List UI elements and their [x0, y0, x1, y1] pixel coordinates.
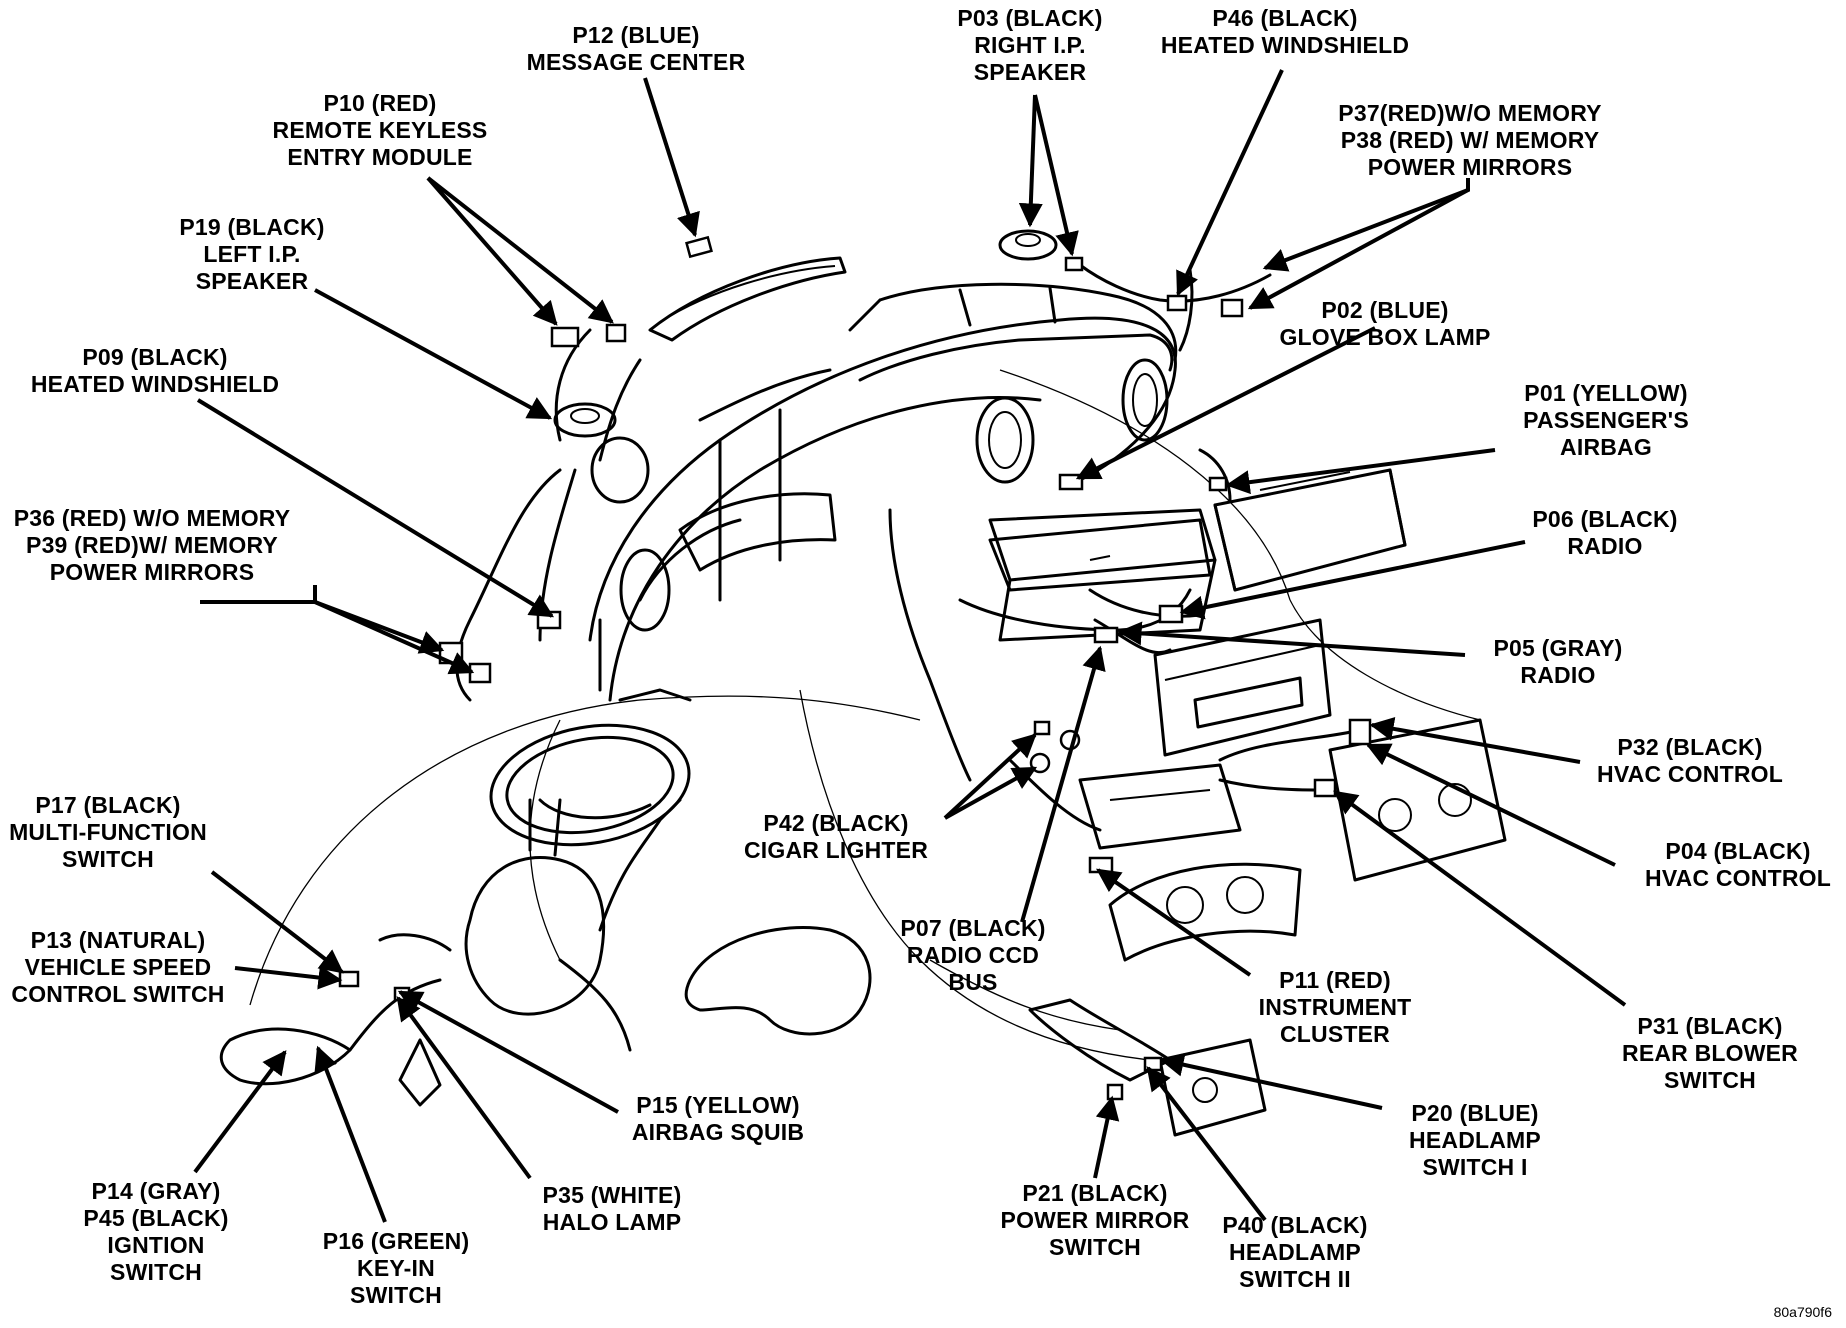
label-p12: P12 (BLUE)MESSAGE CENTER [526, 22, 746, 75]
leader-p40 [1146, 1066, 1267, 1222]
connector-shapes [338, 235, 1372, 1101]
label-p15: P15 (YELLOW)AIRBAG SQUIB [631, 1092, 805, 1145]
leader-p35 [396, 996, 532, 1180]
driver-airbag-cover [684, 925, 872, 1036]
leader-p06 [1179, 540, 1526, 620]
instrument-cluster [1108, 862, 1302, 962]
leader-p42a [943, 733, 1037, 820]
leader-p10b [426, 176, 614, 324]
leader-p46 [1176, 69, 1284, 297]
leader-p02 [1075, 326, 1376, 480]
label-p46: P46 (BLACK)HEATED WINDSHIELD [1160, 5, 1410, 58]
leader-p03b [1033, 94, 1079, 257]
leader-p21 [1093, 1095, 1120, 1179]
label-p06: P06 (BLACK)RADIO [1532, 506, 1678, 559]
leader-p31 [1333, 790, 1627, 1007]
leader-p36-stub [200, 585, 317, 604]
label-p04: P04 (BLACK)HVAC CONTROL [1645, 838, 1831, 891]
leader-p19 [314, 288, 553, 420]
leader-p03a [1018, 94, 1043, 228]
leader-p17 [210, 870, 344, 974]
steering-wheel [489, 723, 691, 847]
leader-p07 [1020, 645, 1106, 923]
leader-p37a [1262, 178, 1470, 272]
label-p19: P19 (BLACK)LEFT I.P.SPEAKER [179, 214, 325, 294]
leader-p13 [234, 965, 343, 990]
leader-p16 [314, 1045, 387, 1223]
instrument-panel [588, 256, 1217, 702]
hvac-control-unit [1328, 718, 1507, 882]
label-p02: P02 (BLUE)GLOVE BOX LAMP [1279, 297, 1491, 350]
leader-p15 [397, 990, 619, 1114]
label-p03: P03 (BLACK)RIGHT I.P.SPEAKER [957, 5, 1103, 85]
steering-column [219, 798, 682, 1107]
drawing-code: 80a790f6 [1773, 1304, 1832, 1320]
label-p05: P05 (GRAY)RADIO [1493, 635, 1623, 688]
leader-p37b [1247, 188, 1469, 310]
leader-p09 [196, 398, 555, 618]
label-p32: P32 (BLACK)HVAC CONTROL [1597, 734, 1783, 787]
leader-p04 [1365, 743, 1616, 867]
leader-lines [193, 69, 1627, 1223]
label-p09: P09 (BLACK)HEATED WINDSHIELD [30, 344, 280, 397]
label-p35: P35 (WHITE)HALO LAMP [542, 1182, 682, 1235]
leader-p36b [314, 600, 475, 675]
leader-p01 [1225, 448, 1496, 495]
label-p42: P42 (BLACK)CIGAR LIGHTER [743, 810, 929, 863]
radio-unit [1153, 618, 1332, 757]
leader-p42b [944, 766, 1038, 820]
leader-p20 [1159, 1052, 1383, 1110]
leader-p10a [426, 176, 558, 326]
center-tray [1078, 763, 1242, 850]
leader-p05 [1117, 621, 1466, 657]
leader-p32 [1369, 716, 1581, 764]
passenger-airbag-module [1213, 468, 1407, 592]
leader-p12 [643, 77, 700, 238]
leader-p14 [193, 1050, 287, 1174]
leader-p11 [1096, 868, 1252, 977]
